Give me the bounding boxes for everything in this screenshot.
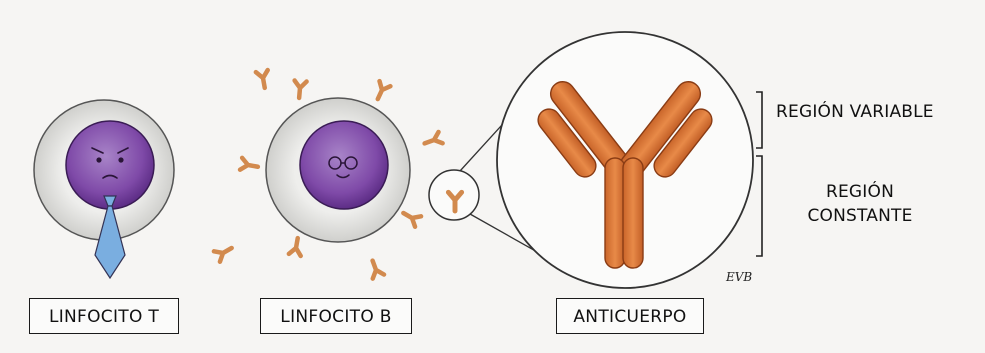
constant-region-bracket <box>756 156 762 256</box>
t-cell-label: LINFOCITO T <box>29 298 179 334</box>
constant-region-line1: REGIÓN <box>770 180 950 204</box>
constant-region-label: REGIÓN CONSTANTE <box>770 180 950 228</box>
artist-signature: EVB <box>726 270 752 284</box>
variable-region-bracket <box>756 92 762 148</box>
t-cell <box>34 100 174 278</box>
antibody-label: ANTICUERPO <box>556 298 704 334</box>
b-cell-label: LINFOCITO B <box>260 298 412 334</box>
b-cell-nucleus <box>300 121 388 209</box>
constant-region-line2: CONSTANTE <box>770 204 950 228</box>
region-brackets <box>756 92 762 256</box>
variable-region-label: REGIÓN VARIABLE <box>776 100 976 124</box>
b-cell <box>214 70 443 279</box>
